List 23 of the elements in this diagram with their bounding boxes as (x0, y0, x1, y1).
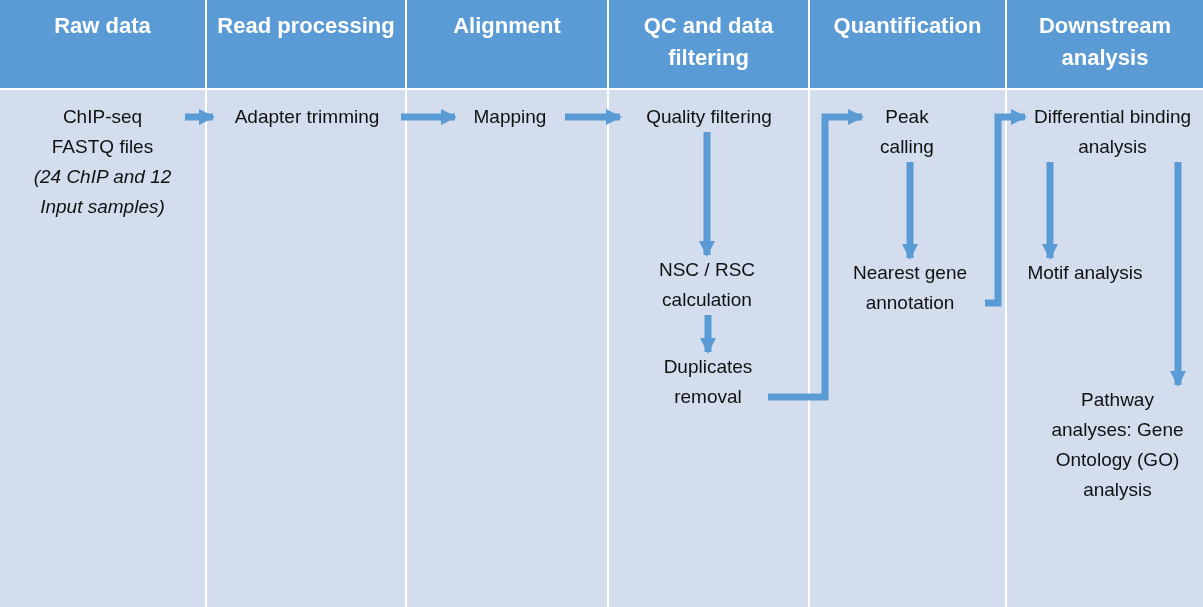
step-label: Quality filtering (646, 105, 772, 129)
column-header: Raw data (0, 0, 205, 88)
step-label: NSC / RSC calculation (657, 258, 757, 312)
column-header: Quantification (810, 0, 1005, 88)
column-header: Downstream analysis (1007, 0, 1203, 88)
step-note: (24 ChIP and 12 Input samples) (32, 165, 173, 219)
step-label: Nearest gene annotation (851, 261, 969, 315)
arrow (401, 109, 457, 125)
column-header: QC and data filtering (609, 0, 808, 88)
arrow (768, 109, 864, 401)
step-label: ChIP-seq FASTQ files (50, 105, 155, 159)
step-label: Duplicates removal (662, 355, 754, 409)
step-label: Mapping (473, 105, 547, 129)
column-header: Read processing (207, 0, 405, 88)
arrow (565, 109, 622, 125)
step-label: Differential binding analysis (1033, 105, 1192, 159)
arrow (185, 109, 215, 125)
step-label: Peak calling (879, 105, 935, 159)
step-label: Pathway analyses: Gene Ontology (GO) analysis (1050, 388, 1185, 502)
step-label: Motif analysis (1027, 261, 1143, 285)
column-header: Alignment (407, 0, 607, 88)
arrow (985, 109, 1027, 307)
step-label: Adapter trimming (234, 105, 380, 129)
